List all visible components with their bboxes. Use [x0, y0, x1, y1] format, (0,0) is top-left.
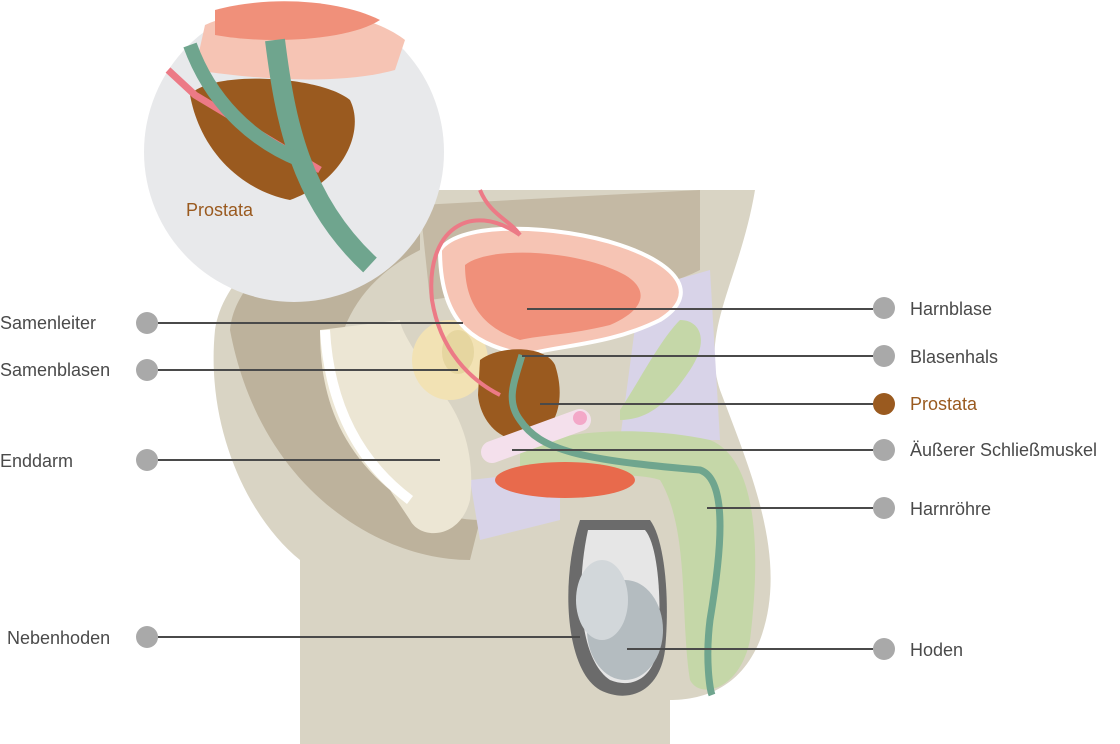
label-hoden: Hoden	[910, 640, 964, 660]
marker-prostata[interactable]	[873, 393, 895, 415]
penis-upper	[620, 320, 701, 420]
label-schliessmuskel: Äußerer Schließmuskel	[910, 440, 1098, 460]
marker-harnroehre[interactable]	[873, 497, 895, 519]
label-nebenhoden: Nebenhoden	[7, 628, 111, 648]
urethral-bulb	[495, 462, 635, 498]
inset-bladder-inner	[215, 1, 380, 40]
leader-samenblasen	[158, 369, 458, 371]
marker-blasenhals[interactable]	[873, 345, 895, 367]
marker-samenblasen[interactable]	[136, 359, 158, 381]
label-enddarm: Enddarm	[0, 451, 74, 471]
label-harnblase: Harnblase	[910, 299, 993, 319]
seminal-vesicle-inner	[442, 330, 474, 374]
vas-deferens	[429, 189, 522, 397]
duct-tip	[573, 411, 587, 425]
bladder-lumen	[465, 252, 641, 340]
epididymis	[576, 560, 628, 640]
rectum	[320, 320, 472, 534]
penis-shaft	[520, 431, 756, 690]
marker-schliessmuskel[interactable]	[873, 439, 895, 461]
leader-enddarm	[158, 459, 440, 461]
marker-enddarm[interactable]	[136, 449, 158, 471]
label-samenblasen: Samenblasen	[0, 360, 111, 380]
inset-duct	[183, 42, 303, 167]
label-prostata: Prostata	[910, 394, 978, 414]
leader-hoden	[627, 648, 873, 650]
inset-prostate-label: Prostata	[186, 200, 254, 220]
marker-harnblase[interactable]	[873, 297, 895, 319]
leader-harnblase	[527, 308, 873, 310]
urethra	[508, 354, 724, 697]
marker-hoden[interactable]	[873, 638, 895, 660]
prostate	[478, 349, 560, 441]
leader-prostata	[540, 403, 873, 405]
marker-nebenhoden[interactable]	[136, 626, 158, 648]
leader-nebenhoden	[158, 636, 580, 638]
leader-schliessmuskel	[512, 449, 873, 451]
leader-harnroehre	[707, 507, 873, 509]
leader-blasenhals	[522, 355, 873, 357]
label-blasenhals: Blasenhals	[910, 347, 999, 367]
leader-samenleiter	[158, 322, 463, 324]
label-samenleiter: Samenleiter	[0, 313, 97, 333]
rectum-wall	[320, 329, 414, 504]
marker-samenleiter[interactable]	[136, 312, 158, 334]
label-harnroehre: Harnröhre	[910, 499, 992, 519]
